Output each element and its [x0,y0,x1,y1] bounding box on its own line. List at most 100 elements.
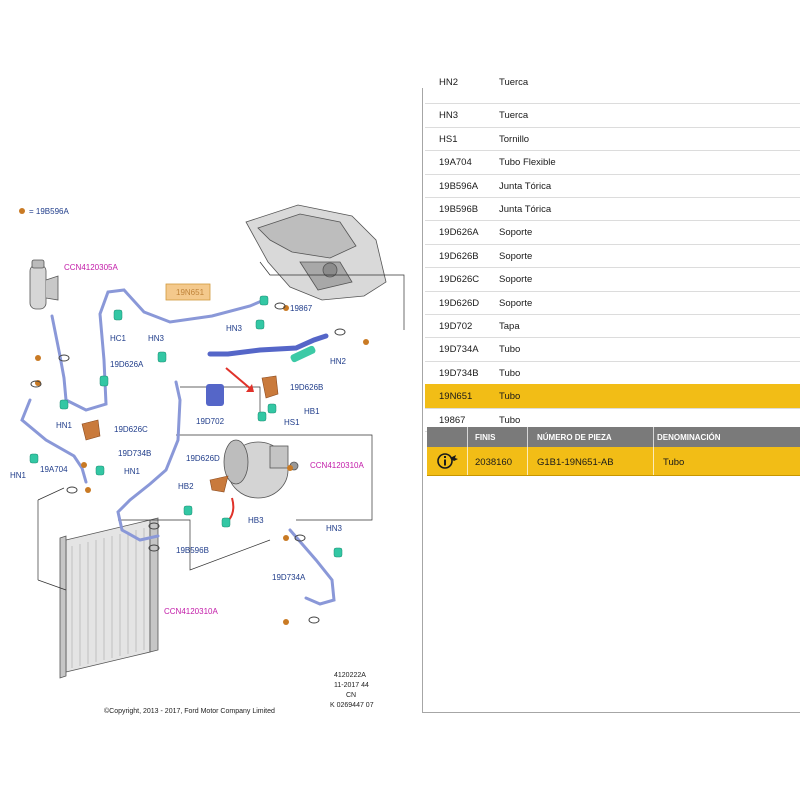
part-desc: Soporte [499,274,533,286]
parts-list-panel: HN2 Tuerca HN3 Tuerca HS1 Tornillo 19A70… [422,77,800,713]
part-code: 19D734B [439,367,479,379]
hvac-housing [245,204,387,301]
part-row-19d734a[interactable]: 19D734A Tubo [425,337,800,362]
part-row-19d734b[interactable]: 19D734B Tubo [425,361,800,386]
footer-region: CN [346,692,356,699]
label-19b596b: 19B596B [176,546,209,555]
part-code: 19B596B [439,204,479,215]
highlight-box [165,283,211,301]
receiver-drier [29,259,59,310]
label-hb2: HB2 [178,482,194,491]
part-desc: Tornillo [499,133,530,145]
part-row-19d626b[interactable]: 19D626B Soporte [425,244,800,269]
info-pointer-icon[interactable] [437,452,459,470]
label-hn1-c: HN1 [124,467,141,476]
part-row-hs1[interactable]: HS1 Tornillo [425,127,800,152]
label-hn3-a: HN3 [148,334,165,343]
part-desc: Tubo [499,391,521,403]
part-row-19a704[interactable]: 19A704 Tubo Flexible [425,150,800,175]
col-divider [653,427,654,475]
label-hs1: HS1 [284,418,300,427]
label-ccn4120310a-top: CCN4120310A [310,461,364,470]
label-19a704: 19A704 [40,465,68,474]
part-row-19d626d[interactable]: 19D626D Soporte [425,291,800,315]
part-code: 19A704 [439,157,472,169]
diagram-canvas: = 19B596A [10,204,405,715]
flex-hose [290,345,316,363]
col-divider [467,427,468,475]
label-19d702: 19D702 [196,417,225,426]
footer-ref: 4120222A [334,672,366,679]
label-hn1-b: HN1 [10,471,27,480]
compressor [223,439,299,499]
part-desc: Junta Tórica [499,180,552,192]
label-hn1-a: HN1 [56,421,73,430]
cell-finis: 2038160 [475,457,512,468]
part-row-19b596a[interactable]: 19B596A Junta Tórica [425,174,800,198]
part-desc: Soporte [499,227,533,239]
clips [29,295,343,558]
part-desc: Tuerca [499,110,529,122]
part-code: 19B596A [439,180,479,192]
suction-pipe [207,333,329,357]
part-code: 19D626B [439,250,479,262]
part-code: HN2 [439,77,459,88]
part-desc: Junta Tórica [499,204,552,215]
red-arrow-1-head [246,384,254,392]
label-19867: 19867 [290,304,313,313]
condenser [59,517,159,679]
label-19d626d: 19D626D [186,454,220,463]
cell-denomination: Tubo [663,457,685,468]
label-hn3-c: HN3 [326,524,343,533]
header-denomination: DENOMINACIÓN [657,433,721,442]
cap-19d702 [206,384,224,406]
legend-oring-icon [19,208,25,214]
parts-diagram: = 19B596A [10,204,405,715]
label-19d626b: 19D626B [290,383,323,392]
label-19d626a: 19D626A [110,360,144,369]
part-row-19b596b[interactable]: 19B596B Junta Tórica [425,197,800,222]
cell-part-number: G1B1-19N651-AB [537,457,614,468]
part-code: HS1 [439,133,458,145]
detail-table-header: FINIS NÚMERO DE PIEZA DENOMINACIÓN [427,427,800,447]
footer-date: 11-2017 44 [334,682,369,689]
refrigerant-lines [20,288,336,606]
label-19d734b: 19D734B [118,449,151,458]
part-row-19d702[interactable]: 19D702 Tapa [425,314,800,339]
part-row-19n651-selected[interactable]: 19N651 Tubo [425,384,800,409]
label-ccn4120305a: CCN4120305A [64,263,118,272]
part-desc: Tubo [499,414,521,426]
part-code: 19D626A [439,227,479,239]
label-hn3-b: HN3 [226,324,243,333]
part-code: 19D702 [439,321,473,332]
red-arrow-1 [225,367,253,391]
footer-copyright: ©Copyright, 2013 - 2017, Ford Motor Comp… [104,707,275,715]
part-code: 19N651 [439,391,473,403]
part-desc: Soporte [499,250,533,262]
part-desc: Tubo [499,367,521,379]
label-19d734a: 19D734A [272,573,306,582]
part-code: 19867 [439,414,466,426]
part-code: 19D626D [439,297,480,309]
brackets [81,375,279,493]
part-desc: Tubo [499,344,521,356]
label-hn2: HN2 [330,357,347,366]
part-desc: Tapa [499,321,520,332]
col-divider [527,427,528,475]
legend-label: = 19B596A [29,207,69,216]
part-desc: Tuerca [499,77,529,88]
part-row-19d626a[interactable]: 19D626A Soporte [425,220,800,245]
label-19d626c: 19D626C [114,425,148,434]
part-row-19d626c[interactable]: 19D626C Soporte [425,267,800,292]
label-hb1: HB1 [304,407,320,416]
label-ccn4120310a-bottom: CCN4120310A [164,607,218,616]
detail-table-row[interactable]: 2038160 G1B1-19N651-AB Tubo [427,427,800,476]
footer-code: K 0269447 07 [330,702,374,709]
label-hb3: HB3 [248,516,264,525]
part-row-hn2[interactable]: HN2 Tuerca [425,77,800,105]
part-row-hn3[interactable]: HN3 Tuerca [425,103,800,128]
part-code: 19D734A [439,344,479,356]
oring-rings [30,302,346,624]
header-part-number: NÚMERO DE PIEZA [537,433,612,442]
part-code: HN3 [439,110,459,122]
